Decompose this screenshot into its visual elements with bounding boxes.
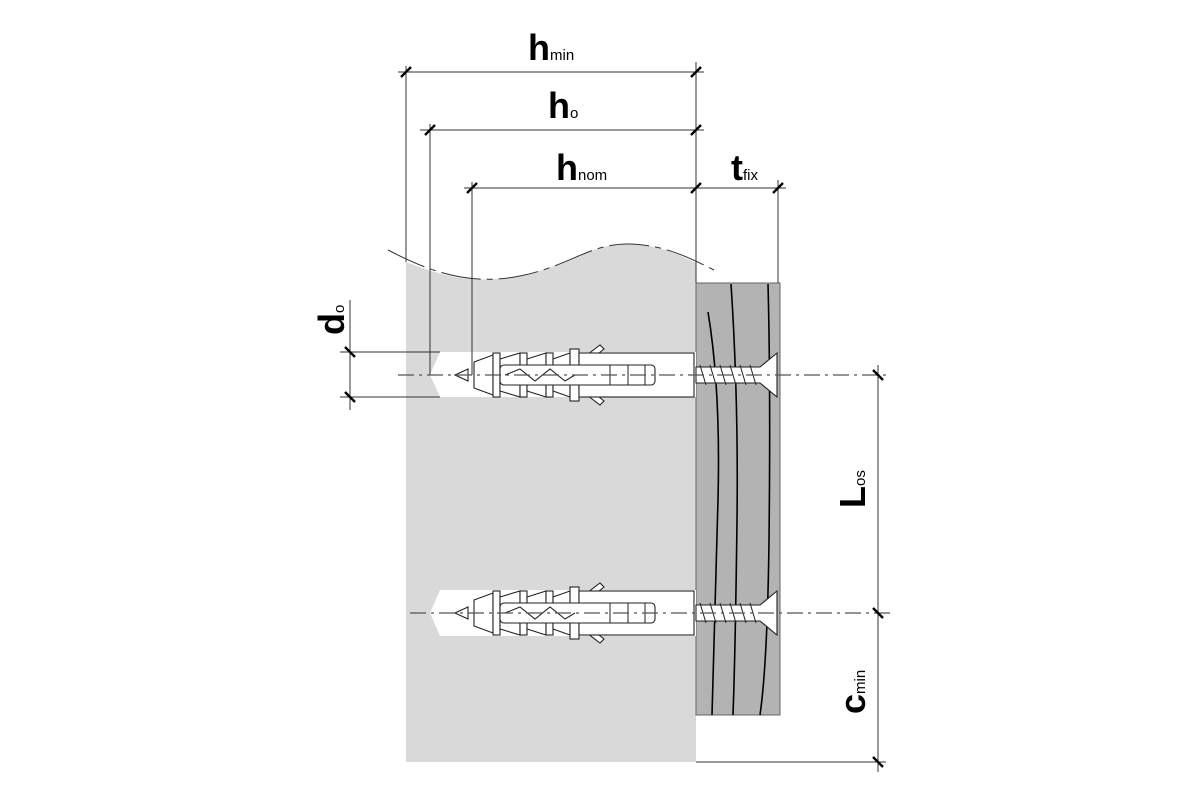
dimension-lines xyxy=(398,71,786,189)
label-l-os: Los xyxy=(832,470,873,508)
dimension-ticks xyxy=(344,66,884,768)
label-c-min: cmin xyxy=(832,670,873,714)
label-t-fix: tfix xyxy=(731,147,759,188)
fixture-timber xyxy=(695,282,781,716)
base-material xyxy=(406,243,696,763)
label-h-nom: hnom xyxy=(556,147,607,188)
label-h-min: hmin xyxy=(528,27,574,68)
label-d-o: do xyxy=(311,305,352,335)
break-line xyxy=(387,243,715,280)
label-h-o: ho xyxy=(548,85,578,126)
timber-grain xyxy=(707,283,771,716)
extension-lines xyxy=(340,62,886,772)
